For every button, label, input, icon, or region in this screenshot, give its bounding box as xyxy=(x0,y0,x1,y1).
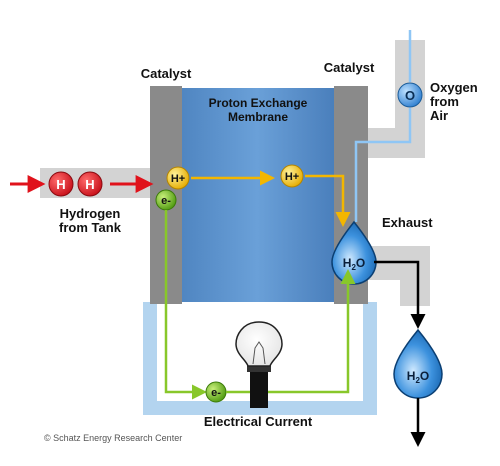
credit-text: © Schatz Energy Research Center xyxy=(44,433,182,443)
exhaust-arrow xyxy=(374,260,426,329)
hydrogen-atom-1: H xyxy=(48,171,74,197)
svg-text:H2O: H2O xyxy=(343,256,365,272)
membrane xyxy=(180,88,334,302)
electrical-current-label: Electrical Current xyxy=(204,414,313,429)
oxygen-label-line1: Oxygen xyxy=(430,80,478,95)
water-drop-icon: H2O xyxy=(331,220,377,285)
oxygen-label-line3: Air xyxy=(430,108,448,123)
svg-text:O: O xyxy=(405,88,415,103)
catalyst-left-label: Catalyst xyxy=(141,66,192,81)
exhaust-channel-down xyxy=(400,246,430,306)
bulb-icon xyxy=(235,321,283,408)
svg-text:H+: H+ xyxy=(285,171,299,183)
svg-text:H+: H+ xyxy=(171,173,185,185)
oxygen-atom: O xyxy=(397,82,423,108)
proton-arrow-2 xyxy=(305,174,351,227)
oxygen-flow-line-to-cell xyxy=(354,108,412,222)
proton-ion-right: H+ xyxy=(280,164,304,188)
hydrogen-label-line2: from Tank xyxy=(59,220,122,235)
oxygen-label-line2: from xyxy=(430,94,459,109)
svg-text:e-: e- xyxy=(211,387,221,399)
svg-text:e-: e- xyxy=(161,195,171,207)
membrane-label-line1: Proton Exchange xyxy=(209,96,308,110)
hydrogen-atom-2: H xyxy=(77,171,103,197)
exhaust-label: Exhaust xyxy=(382,215,433,230)
svg-text:H2O: H2O xyxy=(407,369,429,385)
catalyst-right-label: Catalyst xyxy=(324,60,375,75)
water-drop-icon-exhaust: H2O xyxy=(393,328,443,399)
electron-arrow-down xyxy=(164,210,207,400)
proton-ion-left: H+ xyxy=(166,166,190,190)
svg-text:H: H xyxy=(56,177,65,192)
electron-circuit: e- xyxy=(205,381,227,403)
hydrogen-label-line1: Hydrogen xyxy=(60,206,121,221)
svg-text:H: H xyxy=(85,177,94,192)
membrane-label-line2: Membrane xyxy=(228,110,288,124)
electron-left: e- xyxy=(155,189,177,211)
